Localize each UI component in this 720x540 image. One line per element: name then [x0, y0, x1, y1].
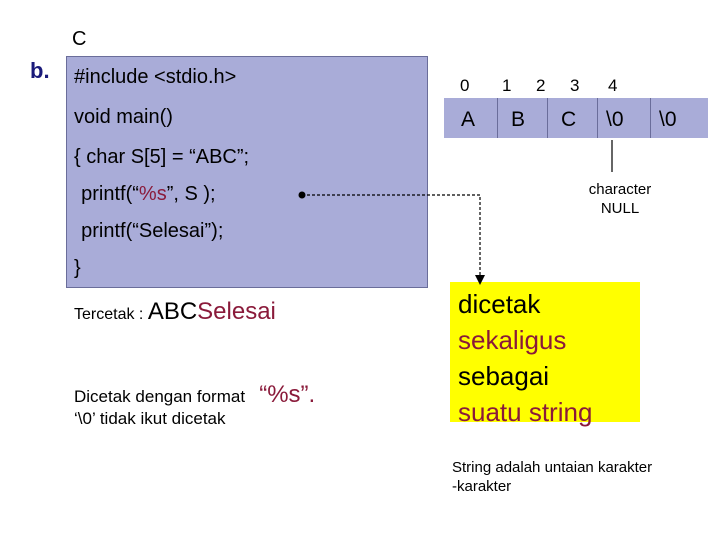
null-label: character NULL	[560, 180, 680, 218]
printf-format: %s	[138, 183, 167, 205]
string-definition: String adalah untaian karakter -karakter	[452, 458, 702, 496]
format-note-line2: ‘\0’ tidak ikut dicetak	[74, 409, 226, 428]
array-cell-4: \0	[659, 108, 677, 131]
callout-line1: dicetak	[458, 289, 541, 319]
code-line-printf-s: printf(“%s”, S );	[70, 183, 216, 206]
string-definition-line1: String adalah untaian karakter	[452, 459, 653, 476]
format-note-prefix: Dicetak dengan format	[74, 387, 246, 406]
array-cell-1: B	[511, 108, 526, 131]
array-cell-3: \0	[606, 108, 624, 131]
section-label: b.	[30, 58, 50, 83]
array-divider	[650, 98, 651, 138]
code-line-include: #include <stdio.h>	[74, 66, 237, 88]
printed-output: Tercetak : ABCSelesai	[74, 298, 276, 326]
null-label-line1: character	[588, 181, 652, 198]
callout-line3: sebagai	[458, 361, 550, 391]
printf-to-callout-arrow	[302, 194, 485, 285]
array-index-4: 4	[608, 76, 618, 95]
format-note: Dicetak dengan format “%s”. ‘\0’ tidak i…	[74, 381, 316, 430]
header-letter: C	[72, 28, 87, 50]
array-index-3: 3	[570, 76, 580, 95]
array-divider	[597, 98, 598, 138]
callout-box	[450, 282, 640, 422]
array-box	[444, 98, 708, 138]
array-divider	[547, 98, 548, 138]
string-definition-line2: -karakter	[452, 478, 512, 495]
callout-text: dicetak sekaligus sebagai suatu string	[458, 286, 592, 430]
array-cell-0: A	[461, 108, 476, 131]
code-line-close: }	[74, 257, 81, 279]
printed-selesai: Selesai	[197, 298, 276, 325]
tercetak-label: Tercetak :	[74, 306, 144, 323]
array-divider	[497, 98, 498, 138]
null-label-line2: NULL	[600, 200, 640, 217]
callout-line4: suatu string	[458, 397, 593, 427]
callout-line2: sekaligus	[458, 325, 567, 355]
printf-tail: ”, S );	[166, 183, 216, 205]
format-note-format: “%s”.	[259, 381, 316, 408]
printed-abc: ABC	[147, 298, 198, 325]
array-cell-2: C	[561, 108, 577, 131]
code-line-main: void main()	[74, 106, 173, 128]
array-index-0: 0	[460, 76, 470, 95]
code-box	[66, 56, 428, 288]
code-line-declare: { char S[5] = “ABC”;	[74, 146, 250, 168]
array-index-1: 1	[502, 76, 512, 95]
code-line-printf-selesai: printf(“Selesai”);	[70, 220, 224, 242]
array-index-2: 2	[536, 76, 546, 95]
format-note-line1: Dicetak dengan format “%s”.	[74, 381, 316, 408]
printf-prefix: printf(“	[70, 183, 139, 205]
